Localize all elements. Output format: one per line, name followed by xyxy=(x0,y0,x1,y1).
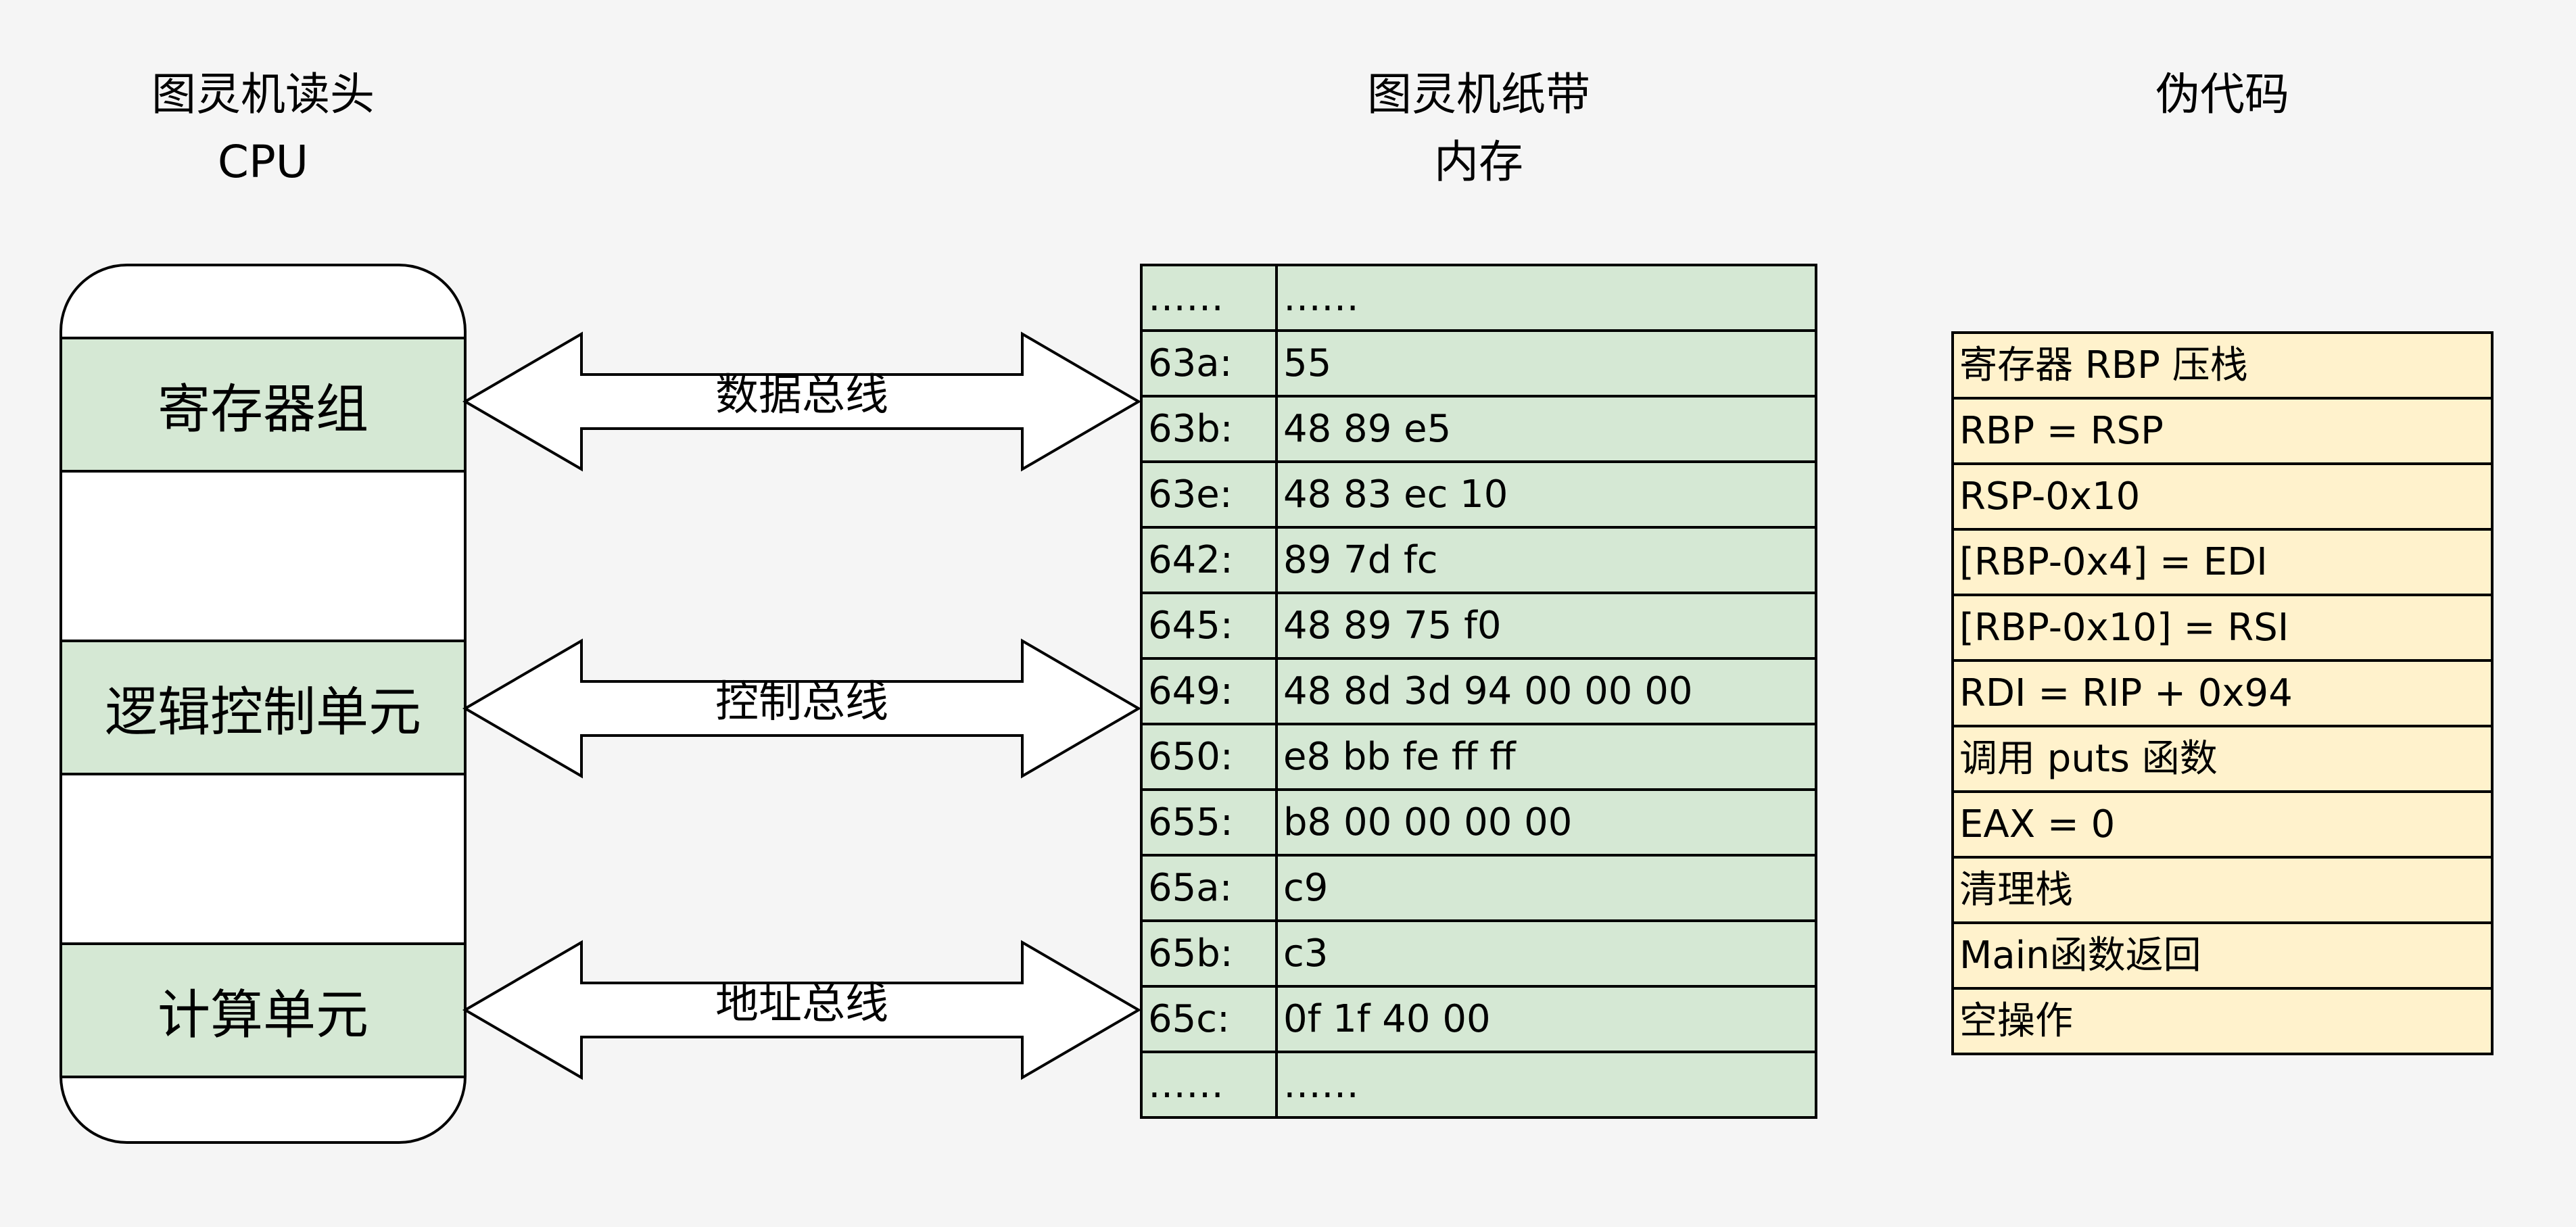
memory-address: 642: xyxy=(1140,526,1278,594)
pseudo-code-line: RBP = RSP xyxy=(1951,397,2494,465)
pseudo-code-row: RBP = RSP xyxy=(1951,397,2494,465)
memory-address: 649: xyxy=(1140,657,1278,725)
memory-heading-line2: 内存 xyxy=(1434,136,1523,188)
memory-bytes: 0f 1f 40 00 xyxy=(1275,985,1817,1053)
memory-row: ………… xyxy=(1140,1051,1817,1119)
memory-row: ………… xyxy=(1140,264,1817,332)
memory-heading: 图灵机纸带 内存 xyxy=(1140,61,1817,196)
memory-bytes: …… xyxy=(1275,1051,1817,1119)
pseudo-code-line: Main函数返回 xyxy=(1951,921,2494,990)
memory-row: 65c:0f 1f 40 00 xyxy=(1140,985,1817,1053)
data-bus-label: 数据总线 xyxy=(715,370,888,420)
memory-address: 655: xyxy=(1140,788,1278,857)
control-unit-label: 逻辑控制单元 xyxy=(104,681,421,743)
memory-bytes: c3 xyxy=(1275,919,1817,988)
pseudo-code-row: 寄存器 RBP 压栈 xyxy=(1951,331,2494,400)
memory-bytes: e8 bb fe ff ff xyxy=(1275,723,1817,791)
pseudo-code-line: 空操作 xyxy=(1951,987,2494,1055)
pseudo-code-row: [RBP-0x10] = RSI xyxy=(1951,594,2494,662)
memory-address: 650: xyxy=(1140,723,1278,791)
address-bus-arrow-icon xyxy=(462,940,1141,1080)
pseudo-code-row: 调用 puts 函数 xyxy=(1951,725,2494,793)
register-unit: 寄存器组 xyxy=(62,337,464,473)
data-bus-arrow-icon xyxy=(462,331,1141,472)
memory-address: …… xyxy=(1140,1051,1278,1119)
memory-bytes: 48 89 e5 xyxy=(1275,395,1817,463)
pseudo-code-row: RSP-0x10 xyxy=(1951,462,2494,531)
control-unit: 逻辑控制单元 xyxy=(62,640,464,775)
pseudo-heading-line1: 伪代码 xyxy=(2155,68,2289,120)
pseudo-code-row: Main函数返回 xyxy=(1951,921,2494,990)
memory-address: 63e: xyxy=(1140,460,1278,529)
pseudo-code-row: EAX = 0 xyxy=(1951,790,2494,859)
register-unit-label: 寄存器组 xyxy=(157,379,368,440)
pseudo-code-line: [RBP-0x10] = RSI xyxy=(1951,594,2494,662)
memory-address: 63a: xyxy=(1140,329,1278,398)
pseudo-heading: 伪代码 xyxy=(1951,61,2494,128)
memory-heading-line1: 图灵机纸带 xyxy=(1367,68,1590,120)
memory-row: 63a:55 xyxy=(1140,329,1817,398)
memory-bytes: b8 00 00 00 00 xyxy=(1275,788,1817,857)
memory-row: 642:89 7d fc xyxy=(1140,526,1817,594)
control-bus: 控制总线 xyxy=(462,638,1141,779)
data-bus: 数据总线 xyxy=(462,331,1141,472)
memory-row: 65a:c9 xyxy=(1140,854,1817,922)
memory-row: 63e:48 83 ec 10 xyxy=(1140,460,1817,529)
pseudo-code-line: EAX = 0 xyxy=(1951,790,2494,859)
pseudo-code-line: 寄存器 RBP 压栈 xyxy=(1951,331,2494,400)
pseudo-code-row: RDI = RIP + 0x94 xyxy=(1951,659,2494,727)
memory-bytes: 48 83 ec 10 xyxy=(1275,460,1817,529)
cpu-block: 寄存器组 逻辑控制单元 计算单元 xyxy=(59,264,467,1144)
pseudo-code-line: RDI = RIP + 0x94 xyxy=(1951,659,2494,727)
memory-bytes: 48 8d 3d 94 00 00 00 xyxy=(1275,657,1817,725)
pseudo-code-row: 空操作 xyxy=(1951,987,2494,1055)
memory-row: 655:b8 00 00 00 00 xyxy=(1140,788,1817,857)
address-bus-label: 地址总线 xyxy=(715,979,888,1029)
pseudo-code-line: [RBP-0x4] = EDI xyxy=(1951,528,2494,596)
memory-address: 65a: xyxy=(1140,854,1278,922)
control-bus-arrow-icon xyxy=(462,638,1141,779)
memory-bytes: c9 xyxy=(1275,854,1817,922)
cpu-heading-line2: CPU xyxy=(217,136,309,188)
alu-unit-label: 计算单元 xyxy=(157,984,368,1046)
memory-row: 649:48 8d 3d 94 00 00 00 xyxy=(1140,657,1817,725)
memory-bytes: …… xyxy=(1275,264,1817,332)
memory-row: 645:48 89 75 f0 xyxy=(1140,592,1817,660)
pseudo-code-line: RSP-0x10 xyxy=(1951,462,2494,531)
memory-row: 63b:48 89 e5 xyxy=(1140,395,1817,463)
memory-bytes: 89 7d fc xyxy=(1275,526,1817,594)
memory-row: 650:e8 bb fe ff ff xyxy=(1140,723,1817,791)
pseudo-code-line: 清理栈 xyxy=(1951,856,2494,924)
memory-row: 65b:c3 xyxy=(1140,919,1817,988)
memory-address: …… xyxy=(1140,264,1278,332)
cpu-heading-line1: 图灵机读头 xyxy=(151,68,375,120)
memory-bytes: 55 xyxy=(1275,329,1817,398)
alu-unit: 计算单元 xyxy=(62,942,464,1078)
pseudo-code-line: 调用 puts 函数 xyxy=(1951,725,2494,793)
memory-address: 65b: xyxy=(1140,919,1278,988)
pseudo-code-row: [RBP-0x4] = EDI xyxy=(1951,528,2494,596)
pseudo-code-row: 清理栈 xyxy=(1951,856,2494,924)
memory-address: 63b: xyxy=(1140,395,1278,463)
cpu-heading: 图灵机读头 CPU xyxy=(59,61,467,196)
memory-bytes: 48 89 75 f0 xyxy=(1275,592,1817,660)
address-bus: 地址总线 xyxy=(462,940,1141,1080)
memory-address: 65c: xyxy=(1140,985,1278,1053)
memory-address: 645: xyxy=(1140,592,1278,660)
control-bus-label: 控制总线 xyxy=(715,677,888,727)
